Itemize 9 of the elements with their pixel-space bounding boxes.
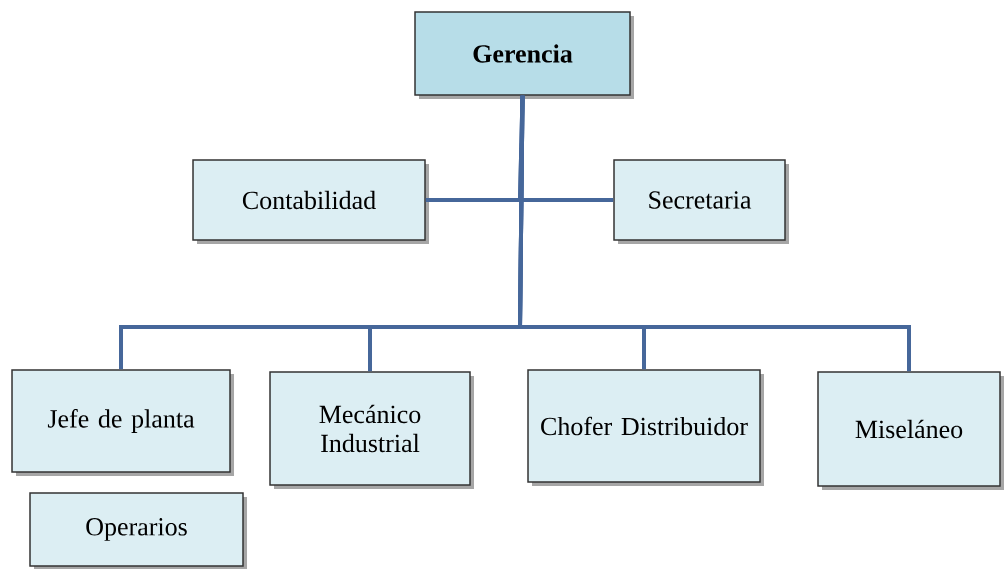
org-box: Contabilidad bbox=[192, 159, 429, 244]
org-box: Secretaria bbox=[613, 159, 789, 244]
org-box: Mecánico Industrial bbox=[269, 371, 474, 489]
org-box: Jefe de planta bbox=[11, 369, 234, 476]
connector-line bbox=[517, 95, 911, 372]
org-box: Gerencia bbox=[414, 11, 634, 99]
org-box: Operarios bbox=[29, 492, 247, 569]
org-box: Chofer Distribuidor bbox=[527, 369, 764, 486]
org-box: Miseláneo bbox=[817, 371, 1004, 490]
